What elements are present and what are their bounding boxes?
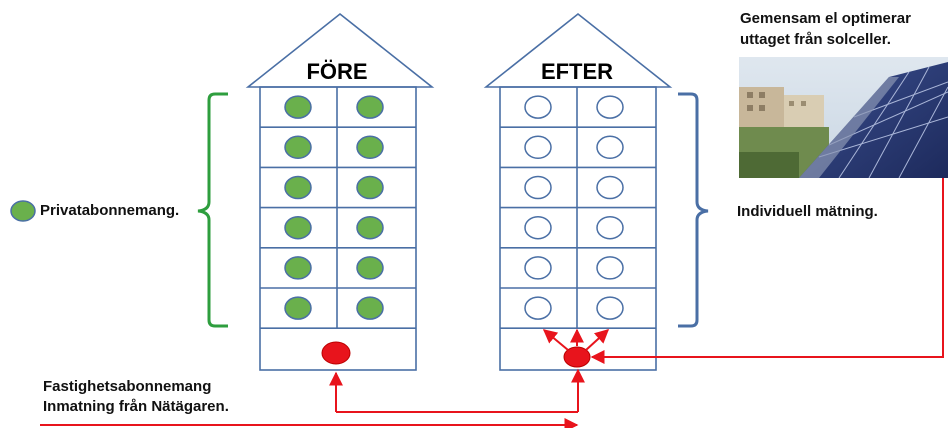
apartment-meter-circle [524,296,552,320]
apartment-meter-circle [284,175,312,200]
apartment-meter-circle [356,296,384,320]
apartment-meter-circle [356,256,384,280]
solar-panel-photo [739,57,948,178]
apartment-meter-circle [284,95,312,119]
apartment-meter-circle [284,256,312,280]
label-solar-line1: Gemensam el optimerar [740,10,911,27]
meter-before [321,341,351,365]
house-title-before: FÖRE [306,59,367,84]
apartment-meter-circle [356,175,384,200]
apartment-meter-circle [356,95,384,119]
bracket-individual [678,92,709,328]
apartment-meter-circle [356,135,384,160]
meter-after [563,346,591,368]
apartment-meter-circle [284,135,312,160]
legend-green-circle [10,200,36,222]
apartment-meter-circle [596,256,624,280]
apartment-meter-circle [596,135,624,160]
house-before: FÖRE [245,12,435,371]
apartment-meter-circle [596,296,624,320]
arrow-meter-to-left [542,329,569,351]
apartment-meter-circle [524,256,552,280]
bracket-private [197,92,228,328]
apartment-meter-circle [524,95,552,119]
apartment-meter-circle [524,175,552,200]
label-solar-line2: uttaget från solceller. [740,31,891,48]
label-individual-metering: Individuell mätning. [737,203,878,220]
apartment-meter-circle [284,215,312,240]
apartment-meter-circle [284,296,312,320]
building-before [259,86,417,371]
house-title-after: EFTER [541,59,613,84]
apartment-meter-circle [524,215,552,240]
apartment-meter-circle [596,175,624,200]
label-property-subscription: Fastighetsabonnemang [43,378,212,395]
solar-feed-line [590,178,944,364]
apartment-meter-circle [524,135,552,160]
apartment-meter-circle [356,215,384,240]
arrow-meter-to-right [585,329,610,351]
label-grid-feed: Inmatning från Nätägaren. [43,398,229,415]
apartment-meter-circle [596,215,624,240]
label-private-subscription: Privatabonnemang. [40,202,180,219]
house-after: EFTER [483,12,673,371]
apartment-meter-circle [596,95,624,119]
